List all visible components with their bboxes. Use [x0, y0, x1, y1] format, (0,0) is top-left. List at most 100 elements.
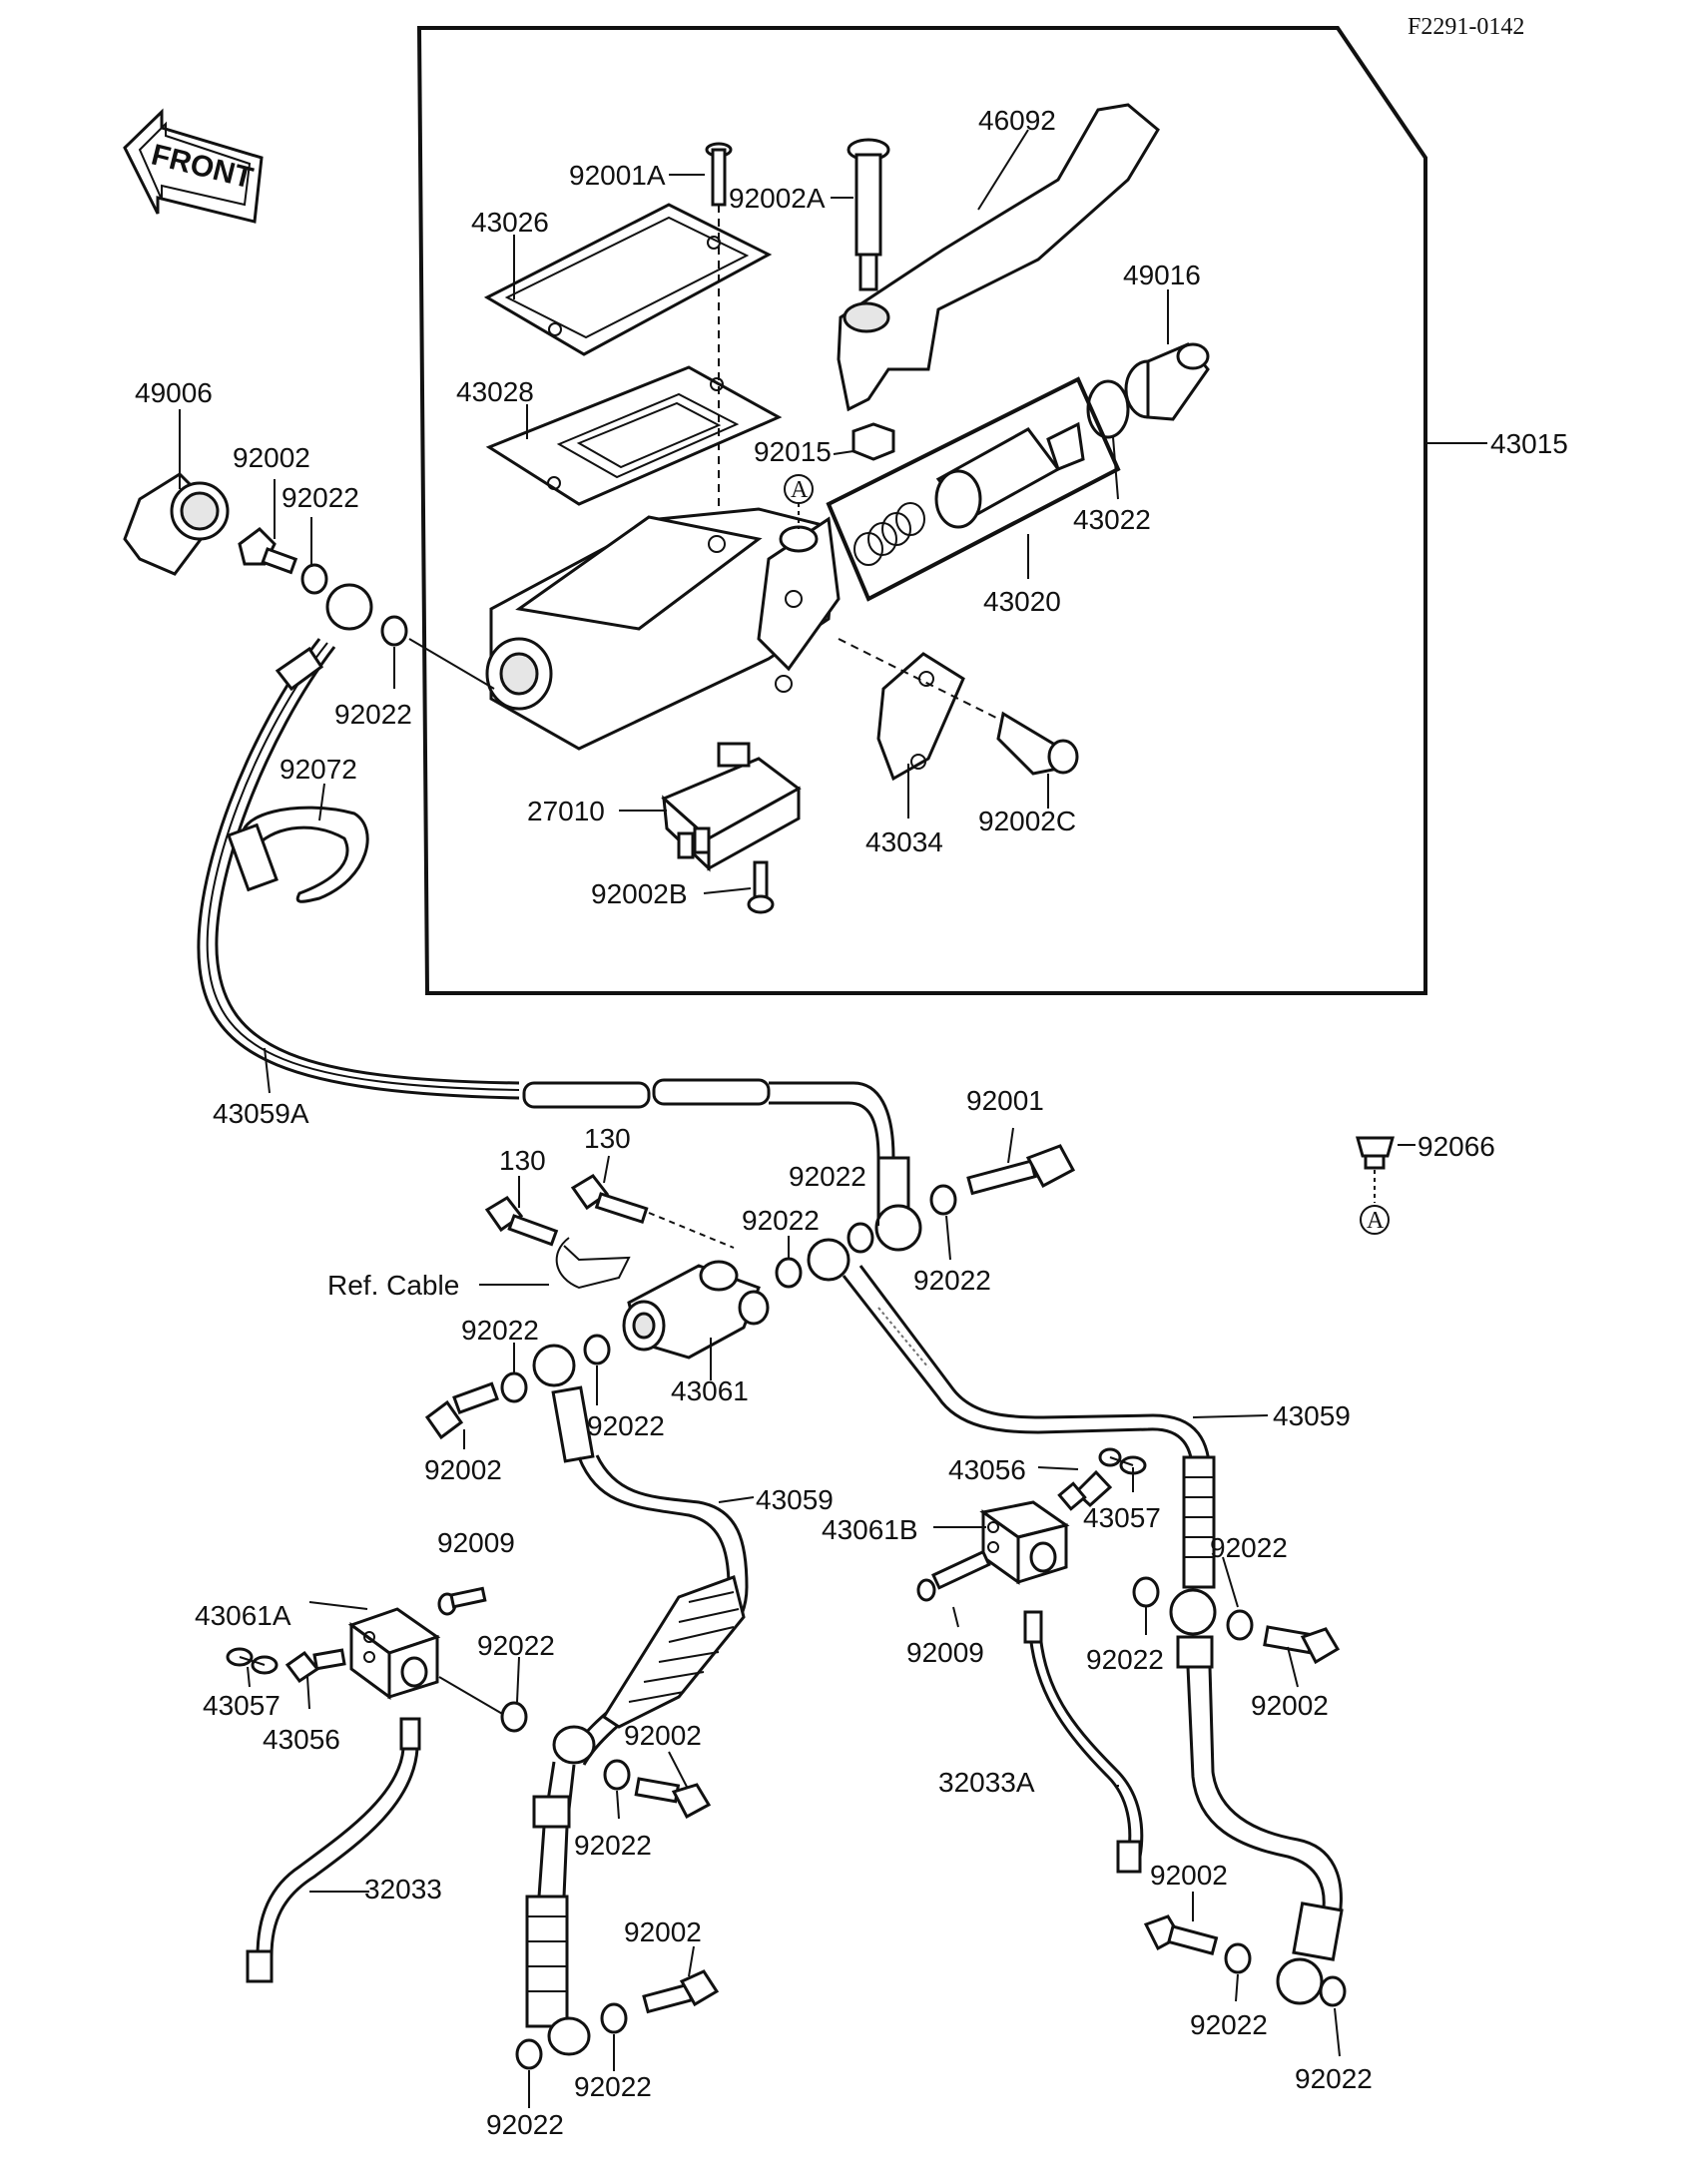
joint-43061 — [622, 1260, 770, 1360]
label-46092: 46092 — [978, 105, 1056, 136]
cover-49006 — [123, 472, 230, 576]
washer-92022-m5 — [583, 1334, 611, 1365]
brake-hose-43059-left — [525, 1344, 749, 2056]
pivot-bolt-92002A — [847, 138, 890, 291]
banjo-bolt-92002-l1 — [634, 1777, 712, 1820]
washer-92022-l3 — [600, 2002, 628, 2034]
label-92022-r3: 92022 — [1190, 2009, 1268, 2040]
bolt-92001 — [966, 1144, 1076, 1196]
banjo-bolt-92002-r1 — [1263, 1625, 1341, 1665]
label-92022-l3: 92022 — [574, 2071, 652, 2102]
clamp-bolt-92002C — [838, 638, 1079, 776]
washer-92022-m3 — [775, 1257, 803, 1289]
label-92002B: 92002B — [591, 878, 688, 909]
label-43056-right: 43056 — [948, 1454, 1026, 1485]
label-92001A: 92001A — [569, 160, 666, 191]
reservoir-cap-43026 — [483, 203, 773, 356]
label-43022: 43022 — [1073, 504, 1151, 535]
label-49006: 49006 — [135, 377, 213, 408]
washer-92022-r1 — [1132, 1576, 1160, 1608]
washer-92022-l1 — [500, 1701, 528, 1733]
clamp-43034 — [876, 652, 965, 782]
label-92002C: 92002C — [978, 806, 1076, 836]
label-92001: 92001 — [966, 1085, 1044, 1116]
dust-boot-49016 — [1124, 342, 1210, 421]
washer-92022-l2 — [603, 1759, 631, 1791]
label-92022-m1: 92022 — [789, 1161, 866, 1192]
label-92022-l2: 92022 — [574, 1830, 652, 1861]
nut-92015 — [851, 422, 895, 461]
label-43059-left: 43059 — [756, 1484, 834, 1515]
label-92009-left: 92009 — [437, 1527, 515, 1558]
label-43026: 43026 — [471, 207, 549, 238]
brake-hose-43059A — [197, 638, 895, 1159]
label-32033: 32033 — [364, 1874, 442, 1905]
label-43034: 43034 — [865, 826, 943, 857]
junction-43061A — [347, 1607, 441, 1700]
label-43061B: 43061B — [822, 1514, 918, 1545]
banjo-bolt-92002-l2 — [642, 1969, 720, 2014]
brake-pipe-32033 — [246, 1717, 421, 1983]
banjo-fitting-mid-right — [874, 1156, 922, 1252]
screw-92002B — [747, 860, 775, 914]
banjo-fitting-top — [325, 583, 373, 631]
bleed-cap-43057-right — [1098, 1447, 1147, 1475]
washer-92022-top1 — [300, 563, 328, 595]
brake-pipe-32033A — [1023, 1610, 1144, 1874]
banjo-bolt-92002-mid — [424, 1381, 499, 1440]
label-32033A: 32033A — [938, 1767, 1035, 1798]
front-arrow-icon — [123, 108, 264, 224]
label-43057-right: 43057 — [1083, 1502, 1161, 1533]
diagram-id: F2291-0142 — [1408, 14, 1524, 40]
label-43059A: 43059A — [213, 1098, 309, 1129]
piston-kit-43020 — [826, 376, 1121, 602]
label-43056-left: 43056 — [263, 1724, 340, 1755]
label-43057-left: 43057 — [203, 1690, 281, 1721]
bleed-cap-43057-left — [226, 1647, 279, 1675]
washer-92022-r2 — [1226, 1609, 1254, 1641]
label-92022-l1: 92022 — [477, 1630, 555, 1661]
label-92072: 92072 — [280, 754, 357, 785]
bolt-92009-right — [916, 1549, 991, 1602]
label-92022-r1: 92022 — [1210, 1532, 1288, 1563]
washer-92022-top2 — [380, 615, 408, 647]
label-92022-m5: 92022 — [587, 1410, 665, 1441]
label-130a: 130 — [499, 1145, 546, 1176]
label-92022-m2: 92022 — [742, 1205, 820, 1236]
label-92002-r2: 92002 — [1150, 1860, 1228, 1891]
banjo-fitting-right-mid — [1169, 1588, 1217, 1636]
screw-92001A — [705, 142, 733, 544]
washer-92022-m1 — [847, 1222, 874, 1254]
washer-92022-r4 — [1319, 1975, 1347, 2007]
diaphragm-43028 — [485, 365, 783, 506]
washer-92022-r3 — [1224, 1942, 1252, 1974]
label-92022-r2: 92022 — [1086, 1644, 1164, 1675]
label-43028: 43028 — [456, 376, 534, 407]
junction-43061B — [979, 1500, 1070, 1585]
bolt-130b — [570, 1174, 649, 1225]
master-cylinder-body — [485, 507, 841, 751]
brake-hose-43059-right — [807, 1238, 1216, 1589]
bleed-valve-43056-left — [284, 1648, 346, 1684]
ref-marker-a-bottom-text: A — [1367, 1208, 1385, 1234]
label-92002-r1: 92002 — [1251, 1690, 1329, 1721]
washer-92022-l4 — [515, 2038, 543, 2070]
label-92002-l2: 92002 — [624, 1916, 702, 1947]
label-92015: 92015 — [754, 436, 832, 467]
label-43061A: 43061A — [195, 1600, 291, 1631]
ref-marker-a-top-text: A — [791, 477, 809, 503]
label-43020: 43020 — [983, 586, 1061, 617]
bleed-cap-92066 — [1356, 1136, 1395, 1170]
label-49016: 49016 — [1123, 260, 1201, 290]
label-92022-top1: 92022 — [282, 482, 359, 513]
banjo-bolt-92002-r2 — [1143, 1914, 1219, 1955]
label-92022-m3: 92022 — [913, 1265, 991, 1296]
assembly-box-43015 — [416, 26, 1427, 995]
label-27010: 27010 — [527, 796, 605, 826]
label-92022-m4: 92022 — [461, 1315, 539, 1346]
brake-lever-46092 — [837, 103, 1160, 412]
bolt-130a — [484, 1196, 559, 1247]
label-92009-right: 92009 — [906, 1637, 984, 1668]
bolt-92009-left — [437, 1586, 487, 1616]
